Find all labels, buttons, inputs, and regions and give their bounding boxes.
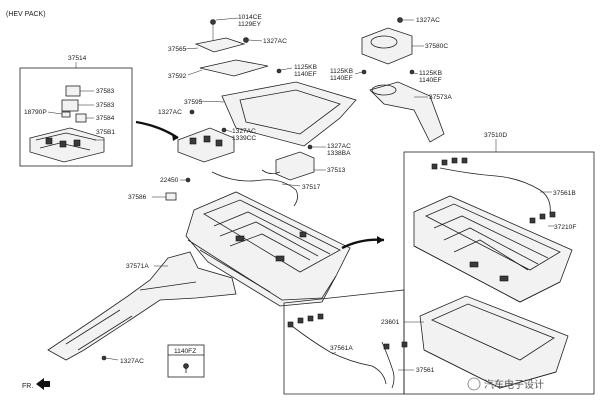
blower-37580C [361,27,413,65]
watermark: 汽车电子设计 [467,377,544,391]
callout-1327AC-top: 1327AC [263,38,287,45]
blower-group: 1327AC 37580C 1125KB 1140EF 1125KB 1140E… [330,17,452,143]
harness-37561A [291,325,387,385]
relay-part-b [61,99,79,112]
lower-harness-group: 37561A 37561 [283,289,435,395]
callout-37514: 37514 [68,55,87,62]
callout-37565: 37565 [168,46,187,53]
callout-37561: 37561 [416,367,435,374]
callout-18790P: 18790P [24,109,47,116]
relay-block [177,127,235,163]
callout-37571A: 37571A [126,263,149,270]
callout-1327AC-left: 1327AC [158,109,182,116]
callout-37517: 37517 [302,184,321,191]
callout-37513: 37513 [327,167,346,174]
small-connector [61,111,71,118]
callout-37583-upper: 37583 [96,88,115,95]
clip-22450 [185,177,191,183]
callout-1327AC-relay: 1327AC [232,128,256,135]
callout-37580C: 37580C [425,43,448,50]
callout-37595: 37595 [184,99,203,106]
callout-1327AC-blower: 1327AC [416,17,440,24]
cover-group: 37595 1327AC [158,81,357,147]
callout-1338BA: 1338BA [327,150,351,157]
callout-1339CC: 1339CC [232,135,256,142]
header-title: (HEV PACK) [6,11,46,18]
front-direction-label: FR. [22,383,33,390]
callout-1125KB-right: 1125KB [419,70,443,77]
callout-37584: 37584 [96,115,115,122]
callout-22450: 22450 [160,177,179,184]
relay-block-group: 1327AC 1339CC [177,127,256,163]
fastener-legend-1140FZ: 1140FZ [167,344,205,378]
callout-1140FZ: 1140FZ [174,348,196,355]
bracket-37565 [194,37,246,53]
callout-37561A: 37561A [330,345,353,352]
callout-1327AC-duct: 1327AC [120,358,144,365]
callout-1140EF-left: 1140EF [330,75,353,82]
duct-37573A [369,81,445,143]
callout-37592: 37592 [168,73,187,80]
callout-1125KB-mid: 1125KB [294,64,318,71]
bms-group: 1327AC 1338BA 37513 [275,143,351,181]
bracket-37586 [165,192,177,201]
callout-1014CE: 1014CE [238,14,262,21]
lower-tray-23601 [419,295,569,389]
watermark-text: 汽车电子设计 [484,378,544,391]
callout-37583-lower: 37583 [96,102,115,109]
callout-1327AC-bms: 1327AC [327,143,351,150]
callout-37510D: 37510D [484,132,507,139]
callout-1129EY: 1129EY [238,21,262,28]
relay-part-a [65,85,81,97]
callout-23601: 23601 [381,319,400,326]
exploded-view-group: 37510D 37561B 37210F 23601 [381,132,595,395]
battery-pack-group [185,191,351,307]
callout-1125KB-left: 1125KB [330,68,354,75]
bracket-37592 [199,59,269,77]
front-arrow-icon [36,378,50,390]
clip-icon [183,363,189,369]
bms-module-37513 [275,151,315,181]
callout-375B1: 375B1 [96,129,115,136]
lower-duct-group: 37571A 1327AC [47,251,237,365]
cover-37595 [221,81,357,147]
top-bracket-group: 1014CE 1129EY 37565 1327AC 37592 1125KB … [168,14,318,80]
callout-37586: 37586 [128,194,147,201]
wechat-logo-icon [467,377,481,391]
callout-1140EF-mid: 1140EF [294,71,317,78]
harness-box [283,289,405,395]
relay-subassembly-group: 37514 37583 18790P 37583 37584 375B1 [19,55,133,167]
assembly-arrow-left [135,120,179,139]
callout-37573A: 37573A [429,94,452,101]
exploded-view-box [403,151,595,395]
battery-module-assembly [413,195,573,303]
fastener-box [167,344,205,378]
callout-1140EF-right: 1140EF [419,77,442,84]
wiring-37517 [211,171,298,207]
duct-37571A [47,251,237,361]
callout-37561B: 37561B [553,190,576,197]
callout-37210F: 37210F [554,224,576,231]
fuse-part [75,113,87,123]
harness-37561B [439,167,551,215]
bolt-1014CE [210,19,216,25]
